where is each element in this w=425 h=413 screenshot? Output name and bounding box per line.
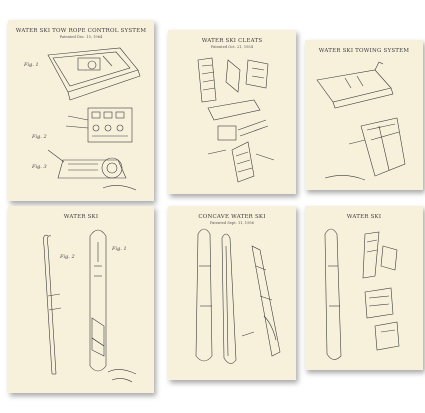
ski-binding-drawing — [324, 228, 400, 360]
print-title: CONCAVE WATER SKI — [198, 214, 266, 220]
cleat-drawing — [197, 57, 275, 183]
fig-label: Fig. 1 — [111, 246, 127, 252]
print-subtitle: Patented Dec. 15, 1964 — [59, 35, 103, 39]
print-subtitle: Patented Sept. 11, 1956 — [210, 221, 254, 225]
patent-print-concave-ski: CONCAVE WATER SKI Patented Sept. 11, 195… — [168, 206, 296, 380]
print-title: WATER SKI TOW ROPE CONTROL SYSTEM — [15, 28, 147, 34]
fig-label: Fig. 1 — [23, 62, 39, 68]
patent-print-ski-cleats: WATER SKI CLEATS Patented Oct. 21, 1954 — [168, 30, 296, 194]
patent-print-tow-rope-control: WATER SKI TOW ROPE CONTROL SYSTEM Patent… — [8, 20, 154, 201]
patent-print-towing-system: WATER SKI TOWING SYSTEM — [305, 40, 423, 190]
print-title: WATER SKI — [63, 214, 99, 220]
boat-drawing: Fig. 1 Fig. 2 Fig. 3 — [23, 47, 141, 191]
concave-ski-drawing — [195, 228, 281, 364]
boat-pylon-drawing — [316, 61, 406, 181]
print-title: WATER SKI CLEATS — [201, 38, 263, 44]
patent-print-water-ski: WATER SKI Fig. 1 Fig. 2 — [8, 206, 154, 393]
fig-label: Fig. 3 — [31, 164, 47, 170]
print-title: WATER SKI TOWING SYSTEM — [318, 48, 410, 54]
patent-print-water-ski-2: WATER SKI — [305, 206, 423, 370]
ski-drawing: Fig. 1 Fig. 2 — [43, 229, 137, 383]
print-title: WATER SKI — [346, 214, 382, 220]
fig-label: Fig. 2 — [31, 134, 47, 140]
fig-label: Fig. 2 — [59, 254, 75, 260]
print-subtitle: Patented Oct. 21, 1954 — [211, 45, 253, 49]
